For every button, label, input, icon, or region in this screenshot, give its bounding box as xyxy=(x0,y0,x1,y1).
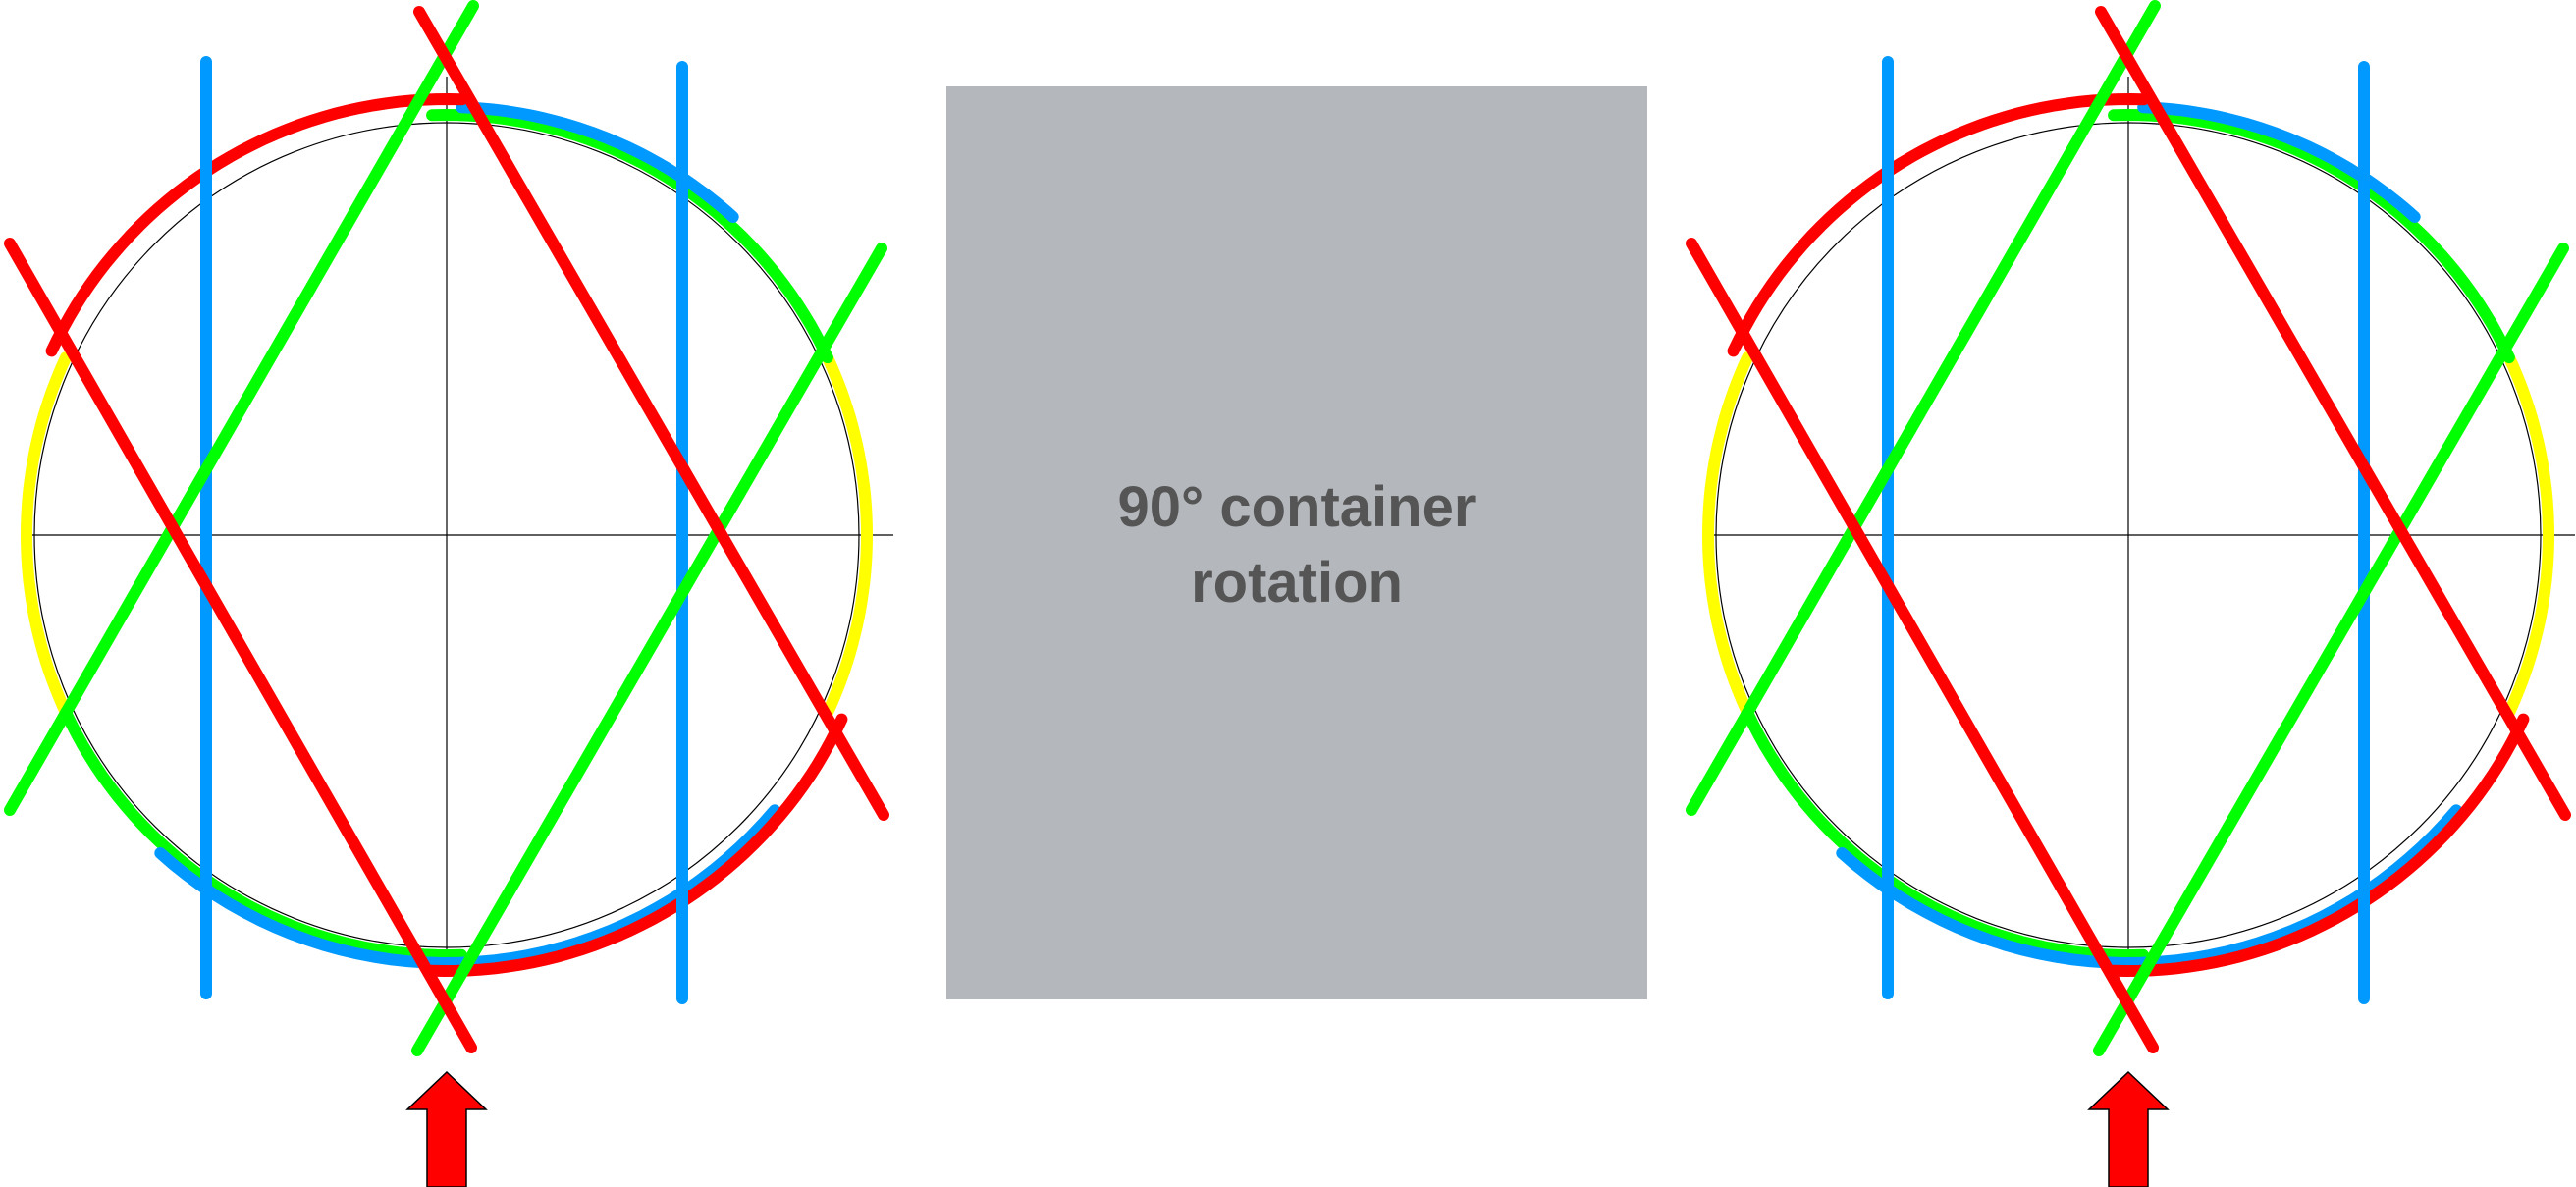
yellow-arc-right xyxy=(821,351,874,719)
caption-line-1: 90° container xyxy=(1118,475,1476,539)
red-up-arrow-icon xyxy=(405,1070,488,1187)
left-figure xyxy=(4,0,893,1187)
red-up-arrow-icon xyxy=(2087,1070,2170,1187)
green-arc-bottom xyxy=(60,706,467,962)
yellow-arc-left xyxy=(1701,351,1754,719)
right-figure xyxy=(1686,0,2575,1187)
red-diagonal-left xyxy=(1686,238,2159,1053)
green-arc-top xyxy=(2108,108,2515,364)
caption-line-2: rotation xyxy=(1191,551,1403,615)
reference-circle xyxy=(33,122,860,948)
center-panel xyxy=(946,86,1647,999)
green-diagonal-left xyxy=(4,0,479,816)
blue-arc-bottom xyxy=(154,804,780,970)
reference-circle xyxy=(1715,122,2542,948)
yellow-arc-left xyxy=(20,351,73,719)
red-diagonal-right xyxy=(2095,6,2571,821)
red-diagonal-right xyxy=(413,6,889,821)
blue-arc-top xyxy=(456,101,739,223)
red-arc-top xyxy=(1727,92,2150,357)
green-diagonal-right xyxy=(411,243,887,1056)
red-diagonal-left xyxy=(4,238,477,1053)
red-arc-top xyxy=(45,92,468,357)
blue-arc-top xyxy=(2137,101,2421,223)
blue-arc-bottom xyxy=(1836,804,2462,970)
red-arc-bottom xyxy=(2107,713,2530,978)
green-arc-bottom xyxy=(1742,706,2149,962)
yellow-arc-right xyxy=(2502,351,2555,719)
green-arc-top xyxy=(426,108,833,364)
red-arc-bottom xyxy=(425,713,848,978)
green-diagonal-right xyxy=(2093,243,2569,1056)
green-diagonal-left xyxy=(1686,0,2161,816)
